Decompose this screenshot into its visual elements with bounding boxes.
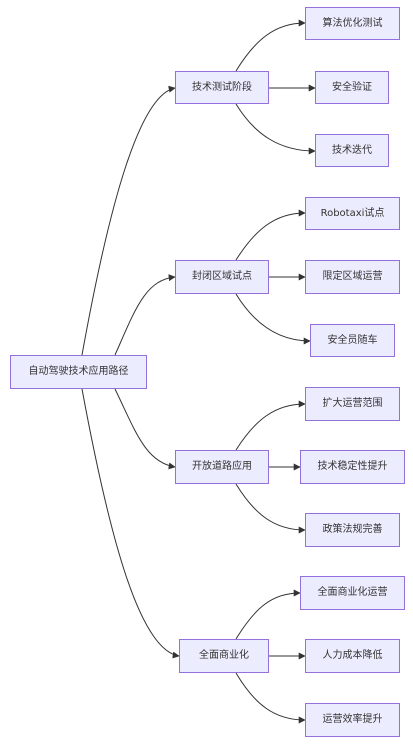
leaf-node-tech-iteration[interactable]: 技术迭代 xyxy=(315,134,389,167)
edge-open-to-policy xyxy=(235,483,306,534)
leaf-node-tech-stability[interactable]: 技术稳定性提升 xyxy=(300,450,405,484)
branch-node-tech-testing[interactable]: 技术测试阶段 xyxy=(175,71,269,104)
edge-root-to-open-road xyxy=(114,388,176,470)
leaf-node-safety-officer[interactable]: 安全员随车 xyxy=(310,324,395,357)
branch-node-closed-area-pilot[interactable]: 封闭区域试点 xyxy=(175,260,269,294)
edge-root-to-closed-area xyxy=(114,274,176,356)
edge-full-to-commercial-ops xyxy=(235,589,301,640)
edge-root-to-full-commercial xyxy=(81,388,180,659)
leaf-node-limited-area-ops[interactable]: 限定区域运营 xyxy=(305,260,400,294)
edge-closed-to-robotaxi xyxy=(235,209,306,261)
leaf-node-labor-cost[interactable]: 人力成本降低 xyxy=(305,639,400,673)
root-node[interactable]: 自动驾驶技术应用路径 xyxy=(10,355,147,389)
leaf-node-full-commercial-ops[interactable]: 全面商业化运营 xyxy=(300,576,405,610)
edge-root-to-tech-testing xyxy=(81,85,176,356)
leaf-node-safety-verification[interactable]: 安全验证 xyxy=(315,71,389,104)
edge-tech-testing-to-iteration xyxy=(235,103,316,155)
edge-open-to-expand xyxy=(235,400,306,451)
leaf-node-algorithm-test[interactable]: 算法优化测试 xyxy=(305,7,400,40)
leaf-node-ops-efficiency[interactable]: 运营效率提升 xyxy=(305,703,400,737)
branch-node-open-road[interactable]: 开放道路应用 xyxy=(175,450,269,484)
leaf-node-policy-improvement[interactable]: 政策法规完善 xyxy=(305,513,400,547)
leaf-node-expand-ops[interactable]: 扩大运营范围 xyxy=(305,387,400,421)
edge-full-to-efficiency xyxy=(235,672,306,724)
branch-node-full-commercial[interactable]: 全面商业化 xyxy=(179,639,269,673)
leaf-node-robotaxi-pilot[interactable]: Robotaxi试点 xyxy=(305,197,400,230)
edge-closed-to-safety-officer xyxy=(235,293,311,345)
edge-tech-testing-to-algo xyxy=(235,19,306,72)
